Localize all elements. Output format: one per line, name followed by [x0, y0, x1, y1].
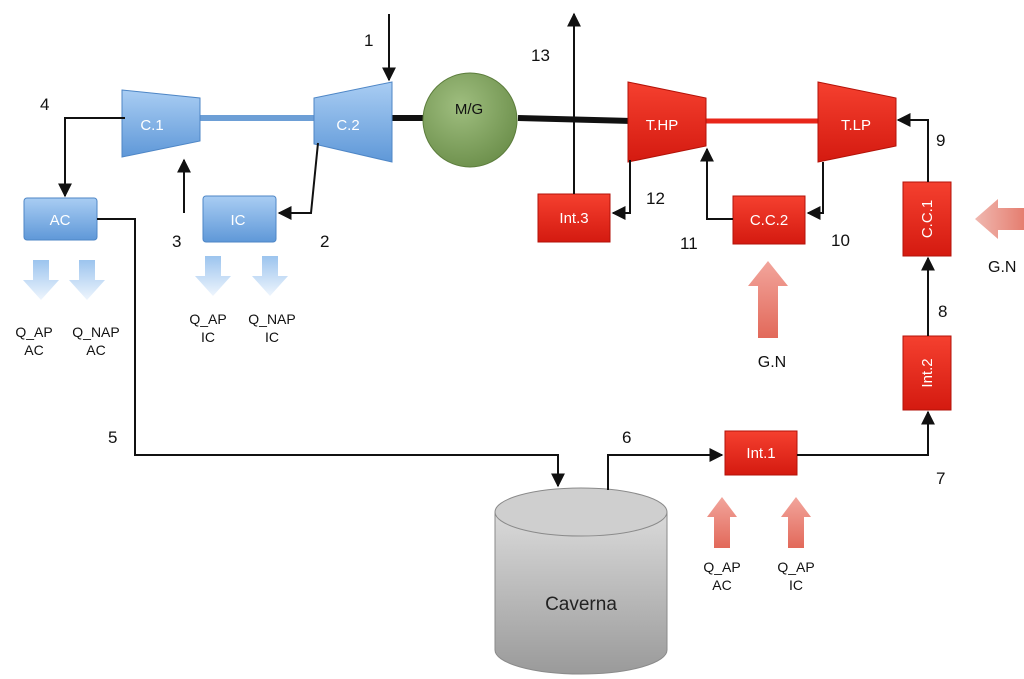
combustion-chamber-cc1[interactable]: C.C.1 [902, 181, 952, 257]
mg-label: M/G [455, 101, 483, 118]
state-12: 12 [646, 189, 665, 208]
flow-2 [277, 142, 319, 220]
q-ap-ac-line2: AC [24, 342, 43, 358]
c2-label: C.2 [336, 117, 359, 134]
state-3: 3 [172, 232, 181, 251]
flow-11 [700, 147, 733, 220]
q-ap-ac-int1-line2: AC [712, 577, 731, 593]
caverna-label: Caverna [545, 594, 617, 615]
cc1-label: C.C.1 [919, 200, 936, 238]
flow-5 [97, 218, 565, 488]
state-1: 1 [364, 31, 373, 50]
state-point-labels: 1 2 3 4 5 6 7 8 9 10 11 12 13 [40, 31, 947, 488]
turbine-tlp[interactable]: T.LP [817, 81, 897, 163]
q-nap-ac-line2: AC [86, 342, 105, 358]
down-arrow-icon [252, 256, 288, 296]
compressor-c2[interactable]: C.2 [313, 81, 393, 163]
heat-exchanger-int3[interactable]: Int.3 [537, 193, 611, 243]
thp-label: T.HP [646, 117, 679, 134]
ac-label: AC [50, 212, 71, 229]
state-7: 7 [936, 469, 945, 488]
q-ap-ac-int1-line1: Q_AP [703, 559, 740, 575]
int3-label: Int.3 [559, 210, 588, 227]
down-arrow-icon [195, 256, 231, 296]
turbine-thp[interactable]: T.HP [627, 81, 707, 163]
intercooler-ic[interactable]: IC [202, 195, 277, 243]
down-arrow-icon [23, 260, 59, 300]
compressor-c1[interactable]: C.1 [121, 89, 201, 158]
caverna-storage[interactable]: Caverna [494, 487, 668, 675]
q-ap-ic-int1-line1: Q_AP [777, 559, 814, 575]
combustion-chamber-cc2[interactable]: C.C.2 [732, 195, 806, 245]
q-nap-ic-line1: Q_NAP [248, 311, 295, 327]
flow-10 [806, 162, 824, 220]
up-arrow-icon [707, 497, 737, 548]
state-6: 6 [622, 428, 631, 447]
heat-arrows-red [707, 199, 1024, 548]
heat-exchanger-int1[interactable]: Int.1 [724, 430, 798, 476]
state-11: 11 [680, 234, 698, 253]
q-ap-ic-int1-line2: IC [789, 577, 803, 593]
flow-12 [611, 160, 631, 220]
flow-lines [58, 12, 935, 490]
state-5: 5 [108, 428, 117, 447]
gn-cc1-label: G.N [988, 259, 1016, 276]
up-arrow-icon [781, 497, 811, 548]
motor-generator[interactable]: M/G [422, 72, 518, 168]
q-nap-ac-line1: Q_NAP [72, 324, 119, 340]
q-nap-ic-line2: IC [265, 329, 279, 345]
cc2-label: C.C.2 [750, 212, 788, 229]
heat-arrows-blue [23, 256, 288, 300]
left-arrow-icon [975, 199, 1024, 239]
aftercooler-ac[interactable]: AC [23, 197, 98, 241]
q-ap-ic-line2: IC [201, 329, 215, 345]
state-13: 13 [531, 46, 550, 65]
flow-6 [607, 448, 724, 490]
int2-label: Int.2 [919, 358, 936, 387]
int1-label: Int.1 [746, 445, 775, 462]
flow-4 [58, 117, 125, 198]
c1-label: C.1 [140, 117, 163, 134]
heat-exchanger-int2[interactable]: Int.2 [902, 335, 952, 411]
ic-label: IC [231, 212, 246, 229]
state-10: 10 [831, 231, 850, 250]
state-4: 4 [40, 95, 49, 114]
flow-9 [896, 113, 929, 182]
state-9: 9 [936, 131, 945, 150]
heat-labels: Q_AP AC Q_NAP AC Q_AP IC Q_NAP IC Q_AP A… [15, 311, 814, 593]
up-arrow-icon [748, 261, 788, 338]
down-arrow-icon [69, 260, 105, 300]
state-2: 2 [320, 232, 329, 251]
q-ap-ac-line1: Q_AP [15, 324, 52, 340]
gn-cc2-label: G.N [758, 354, 786, 371]
flow-7 [797, 410, 935, 456]
q-ap-ic-line1: Q_AP [189, 311, 226, 327]
state-8: 8 [938, 302, 947, 321]
tlp-label: T.LP [841, 117, 871, 134]
